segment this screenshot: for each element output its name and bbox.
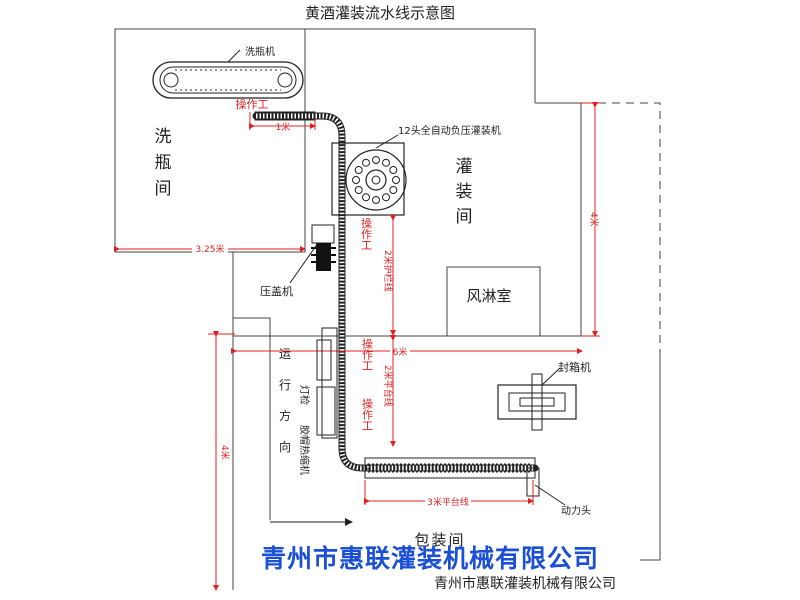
light-inspection-label: 灯检 <box>298 385 311 405</box>
operator-vertical-2: 操作工 <box>361 337 374 371</box>
filler-head <box>389 186 398 194</box>
filler-head <box>362 158 370 167</box>
light-inspection-box <box>316 339 332 381</box>
filler-label: 12头全自动负压灌装机 <box>398 124 501 137</box>
filling-height-label: 4米 <box>588 212 600 227</box>
washing-width-label: 3.25米 <box>195 243 224 255</box>
operator-vertical-1: 操作工 <box>360 216 373 250</box>
direction-char-4: 向 <box>279 439 291 454</box>
case-sealer <box>497 367 577 431</box>
filler-head <box>382 193 390 202</box>
filler-head <box>372 156 380 164</box>
capper <box>289 224 336 284</box>
filler-head <box>389 166 398 174</box>
svg-text:操作工: 操作工 <box>360 216 373 250</box>
packing-height-label: 4米 <box>219 445 231 460</box>
platform-3m-label: 3米平台线 <box>427 496 469 508</box>
filler-heads <box>352 156 400 204</box>
case-sealer-label: 封箱机 <box>558 360 591 374</box>
company-watermark: 青州市惠联灌装机械有限公司 <box>261 544 599 573</box>
guardrail-label: 2米护栏线 <box>382 250 394 292</box>
platform-2m-label: 2米平台线 <box>382 365 394 407</box>
filler-head <box>372 196 380 204</box>
main-conveyor <box>252 112 539 472</box>
packing-room-label: 包装间 <box>414 531 465 549</box>
filler-head <box>354 166 363 174</box>
operator-top-label: 操作工 <box>236 97 269 111</box>
platform-conveyor <box>364 457 540 497</box>
footer-company: 青州市惠联灌装机械有限公司 <box>434 575 616 592</box>
power-head-label: 动力头 <box>561 504 591 517</box>
filler-head <box>362 193 370 202</box>
shrink-capper-box <box>316 386 336 436</box>
filling-room-label-2: 装 <box>456 182 473 202</box>
bottle-washer-label: 洗瓶机 <box>245 45 275 58</box>
conveyor-guard <box>321 327 338 439</box>
filler-head <box>352 176 360 184</box>
direction-char-2: 行 <box>279 378 291 392</box>
filling-machine <box>331 134 407 216</box>
washing-room-label-1: 洗 <box>155 127 172 147</box>
span-6m-label: 6米 <box>393 346 408 358</box>
washing-room-label-2: 瓶 <box>155 153 172 173</box>
shrink-capper-label: 胶帽热缩机 <box>298 425 311 475</box>
conveyor-1m-label: 1米 <box>276 121 291 133</box>
filler-head <box>382 158 390 167</box>
diagram-title: 黄酒灌装流水线示意图 <box>305 4 455 22</box>
filler-head <box>392 176 400 184</box>
filler-head <box>354 186 363 194</box>
direction-char-1: 运 <box>279 347 291 361</box>
direction-char-3: 方 <box>279 408 291 423</box>
capper-label: 压盖机 <box>260 284 293 298</box>
washing-room-label-3: 间 <box>155 179 172 199</box>
filling-room-label-1: 灌 <box>456 157 473 177</box>
bottle-washer <box>152 49 304 99</box>
operator-vertical-3: 操作工 <box>361 397 374 431</box>
filling-room-label-3: 间 <box>456 207 473 227</box>
air-shower-outline <box>446 266 541 337</box>
air-shower-label: 风淋室 <box>466 287 511 305</box>
